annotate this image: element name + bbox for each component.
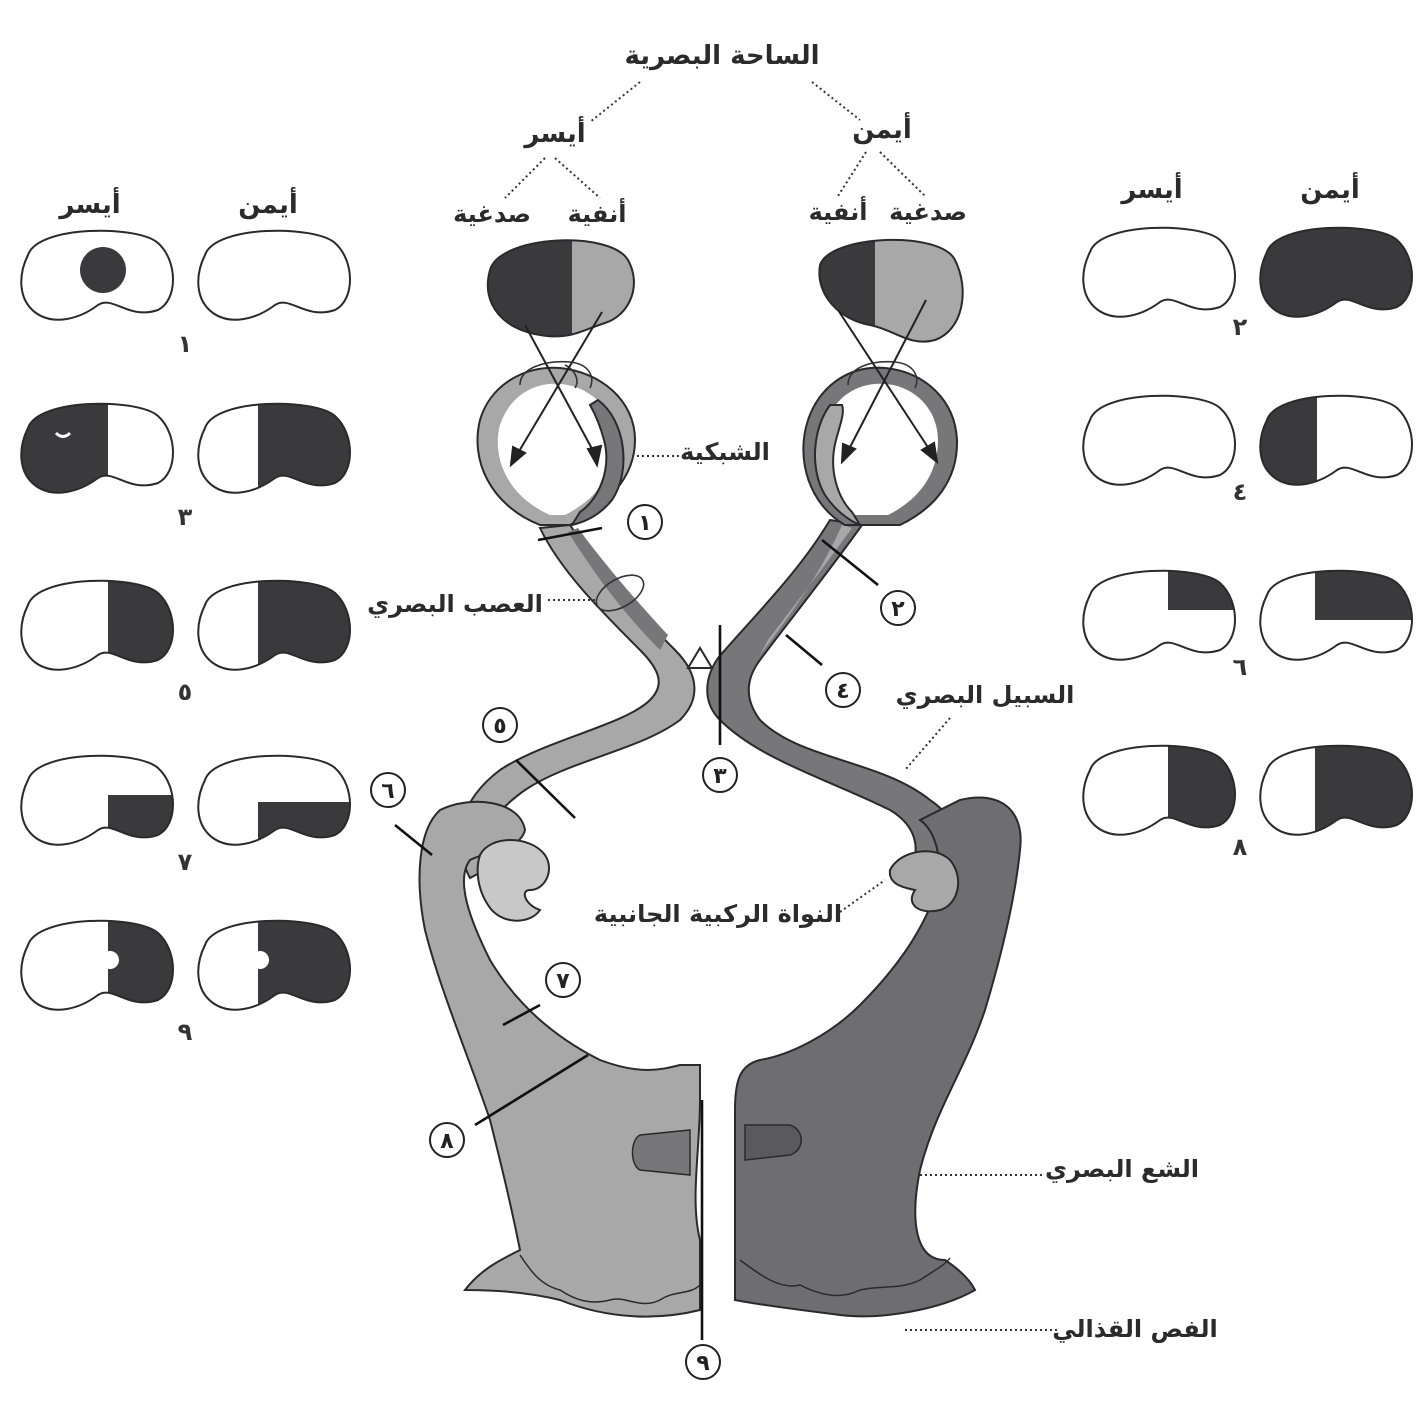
svg-text:٨: ٨ <box>1233 833 1248 861</box>
field-defect-2: ٢ <box>1082 226 1413 341</box>
left-calcarine-notch <box>631 1129 691 1176</box>
left-nerve-inner-strip <box>568 528 668 650</box>
lesion-marker-2: ٢ <box>880 590 916 626</box>
optic-tract-leader <box>904 717 951 771</box>
chiasm-notch <box>686 646 714 669</box>
lesion-marker-9: ٩ <box>685 1344 721 1380</box>
lgn-leader <box>839 879 886 913</box>
optic-tract-label: السبيل البصري <box>896 681 1075 709</box>
svg-text:١: ١ <box>638 511 651 536</box>
right-panel-header-right: أيمن <box>1300 172 1360 205</box>
svg-text:٢: ٢ <box>1233 313 1248 341</box>
svg-text:٥: ٥ <box>493 714 506 739</box>
lesion-marker-6: ٦ <box>370 772 406 808</box>
left-occipital-folds <box>519 1254 701 1305</box>
lesion-marker-3: ٣ <box>702 757 738 793</box>
visual-field-leader-left <box>589 81 641 123</box>
left-temporal-label: صدغية <box>453 200 531 228</box>
right-lgn <box>888 850 960 913</box>
optic-nerve-ring <box>595 574 645 612</box>
visual-field-leader-right <box>811 81 861 121</box>
field-defect-5: ٥ <box>20 579 351 706</box>
right-panel-header-left: أيسر <box>1119 172 1182 205</box>
lesion-markers <box>394 526 879 1340</box>
right-eye-visual-field <box>818 238 964 343</box>
left-lgn <box>476 839 550 922</box>
right-nerve-inner-strip <box>760 525 852 655</box>
svg-text:٦: ٦ <box>1233 653 1248 681</box>
leader-left-temporal <box>504 157 546 199</box>
left-panel-header-right: أيمن <box>238 187 298 220</box>
lgn-label: النواة الركبية الجانبية <box>594 900 842 928</box>
svg-text:٣: ٣ <box>178 503 193 531</box>
retina-label: الشبكية <box>680 438 770 466</box>
svg-text:٢: ٢ <box>891 597 905 622</box>
svg-text:٦: ٦ <box>381 779 394 804</box>
light-ray-arrows <box>509 299 939 468</box>
leader-right-nasal <box>837 151 867 197</box>
svg-text:٨: ٨ <box>440 1129 454 1154</box>
svg-text:١: ١ <box>178 330 193 358</box>
field-defect-7: ٧ <box>20 754 351 876</box>
visual-field-label: الساحة البصرية <box>624 41 819 71</box>
field-defect-4: ٤ <box>1082 394 1413 506</box>
svg-text:٧: ٧ <box>178 848 193 876</box>
leader-left-nasal <box>554 157 601 199</box>
svg-text:٤: ٤ <box>836 679 849 704</box>
lesion-marker-5: ٥ <box>482 707 518 743</box>
field-defect-6: ٦ <box>1082 569 1413 681</box>
left-optic-radiation <box>418 800 701 1318</box>
left-eye-field-label: أيسر <box>522 116 585 149</box>
svg-text:٩: ٩ <box>696 1351 709 1376</box>
lesion-circles: ١ ٢ ٣ ٤ ٥ ٦ ٧ ٨ ٩ <box>370 504 916 1380</box>
right-nasal-label: أنفية <box>809 196 868 226</box>
right-eye-field-label: أيمن <box>852 112 912 145</box>
right-calcarine-notch <box>744 1124 802 1161</box>
occipital-lobe-label: الفص القذالي <box>1052 1315 1218 1343</box>
left-nasal-label: أنفية <box>568 198 627 228</box>
svg-text:٣: ٣ <box>713 764 727 789</box>
left-panel-header-left: أيسر <box>57 187 120 220</box>
lesion-marker-8: ٨ <box>429 1122 465 1158</box>
left-eyeball <box>476 360 637 527</box>
right-temporal-label: صدغية <box>889 198 967 226</box>
field-defect-8: ٨ <box>1082 744 1413 861</box>
field-defect-3: ٣ <box>20 402 351 531</box>
optic-nerve-label: العصب البصري <box>367 590 543 618</box>
field-defect-1: ١ <box>20 229 351 358</box>
field-defect-9: ٩ <box>20 919 351 1046</box>
optic-radiation-label: الشع البصري <box>1045 1155 1199 1183</box>
right-occipital-folds <box>739 1257 951 1297</box>
left-eye-visual-field <box>486 239 635 338</box>
svg-text:٧: ٧ <box>556 969 570 994</box>
svg-text:٥: ٥ <box>178 678 193 706</box>
lesion-marker-1: ١ <box>627 504 663 540</box>
lesion-marker-4: ٤ <box>825 672 861 708</box>
right-optic-radiation <box>734 796 1022 1318</box>
lesion-marker-7: ٧ <box>545 962 581 998</box>
svg-text:٩: ٩ <box>178 1018 193 1046</box>
svg-text:٤: ٤ <box>1233 478 1248 506</box>
leader-right-temporal <box>879 151 926 197</box>
